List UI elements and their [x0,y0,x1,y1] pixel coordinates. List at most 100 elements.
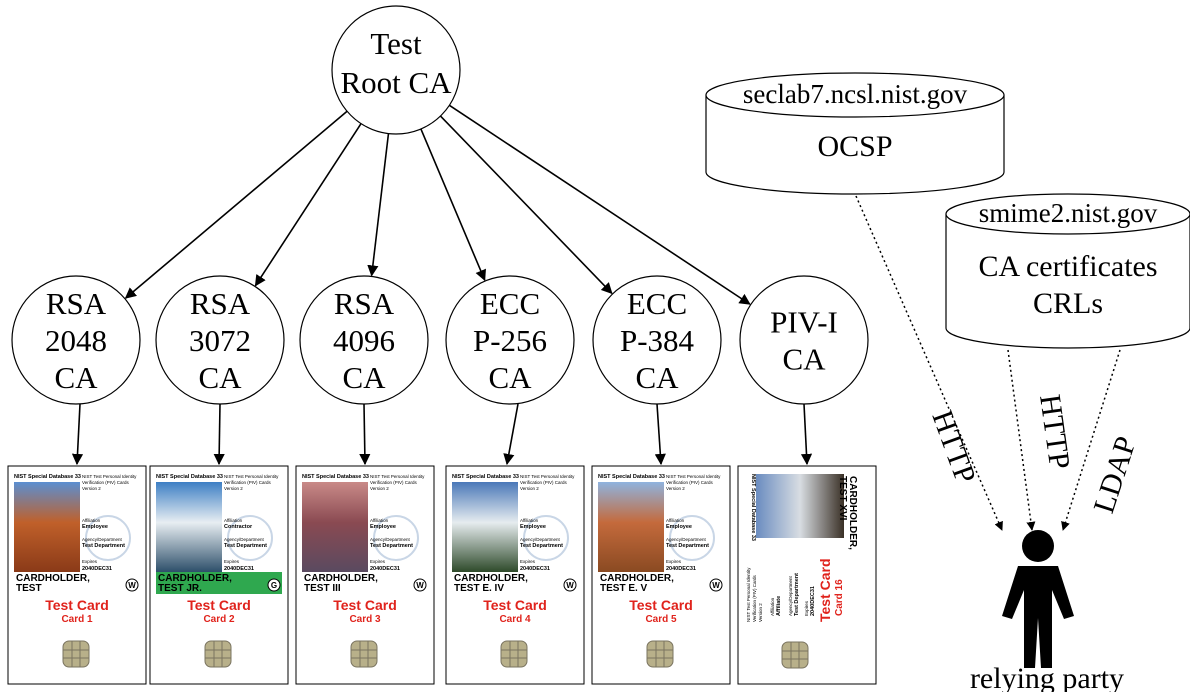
ca-label-eccp256-line-1: ECC [480,286,540,321]
ocsp-server-service: OCSP [817,130,892,163]
card-badge-icon [563,578,577,592]
root-ca-node: Test Root CA [331,5,461,135]
person-icon [1002,530,1074,668]
card-agency: Test Department [794,573,800,616]
card-seal-watermark [523,515,569,561]
ldap-server-service-1: CA certificates [978,250,1157,283]
card-subtitle: Card 1 [61,614,93,625]
card-photo [156,482,222,572]
card-title: Test Card [333,597,397,613]
card-expires: 2040DEC31 [810,586,816,616]
card-photo [598,482,664,572]
chip-icon [646,640,674,668]
card-agency-label: Agency/Department [370,537,411,542]
card-affiliation: Employee [82,524,108,530]
card-subtitle: Card 16 [834,579,845,616]
card-photo [756,474,844,538]
ldap-server: smime2.nist.gov CA certificates CRLs [945,193,1190,349]
edge-ca-to-card-5 [654,403,666,466]
card-seal-watermark [669,515,715,561]
chip-icon [62,640,90,668]
card-description-line: Version 2 [758,603,763,622]
ca-label-rsa3072-line-2: 3072 [189,323,251,358]
ldap-http-link [1007,349,1036,531]
card-affiliation-label: Affiliation [370,518,389,523]
ca-label-pivi-line-2: CA [782,342,826,377]
card-name-line-1: CARDHOLDER, [16,573,90,584]
card-badge-letter: G [271,581,277,590]
card-name-line-2: TEST E. IV [454,583,504,594]
card-affiliation-label: Affiliation [520,518,539,523]
card-agency-label: Agency/Department [666,537,707,542]
edge-ca-to-card-6 [800,403,813,466]
card-header: NIST Special Database 33 [14,474,81,480]
card-name-line-2: TEST XVI [837,476,848,521]
ocsp-http-link [855,195,1003,531]
card-seal-watermark [85,515,131,561]
card-description-line: Verification (PIV) Cards [666,480,714,485]
card-expires: 2040DEC31 [82,566,112,572]
card-description-line: Version 2 [82,486,101,491]
relying-party: relying party [970,530,1124,692]
card-header: NIST Special Database 33 [302,474,369,480]
card-affiliation-label: Affiliation [666,518,685,523]
ldap-ldap-label: LDAP [1087,432,1143,517]
chip-icon [500,640,528,668]
card-expires-label: Expires [804,600,809,616]
card-affiliation: Affiliate [776,596,782,616]
ca-label-rsa3072-line-3: CA [198,360,242,395]
edge-root-to-ca-6 [448,104,751,305]
edge-root-to-ca-4 [420,128,486,282]
ca-label-rsa2048-line-2: 2048 [45,323,107,358]
edge-ca-to-card-4 [503,403,519,466]
ldap-server-host: smime2.nist.gov [979,198,1158,228]
card-affiliation: Contractor [224,524,253,530]
chip-icon [781,641,809,669]
card-title: Test Card [187,597,251,613]
card-affiliation-label: Affiliation [82,518,101,523]
card-description-line: Verification (PIV) Cards [370,480,418,485]
card-seal-watermark [373,515,419,561]
card-title: Test Card [629,597,693,613]
card-name-line-2: TEST [16,583,42,594]
card-agency: Test Department [520,543,563,549]
card-agency-label: Agency/Department [224,537,265,542]
ca-label-rsa2048-line-1: RSA [46,286,107,321]
card-name-line-2: TEST E. V [600,583,648,594]
relying-party-label: relying party [970,662,1124,692]
card-name-line-1: CARDHOLDER, [847,476,858,550]
ca-label-rsa3072-line-1: RSA [190,286,251,321]
card-photo [14,482,80,572]
ca-label-pivi-line-1: PIV-I [770,305,838,340]
ca-label-eccp384-line-3: CA [635,360,679,395]
ca-label-rsa2048-line-3: CA [54,360,98,395]
ca-label-rsa4096-line-3: CA [342,360,386,395]
card-subtitle: Card 5 [645,614,677,625]
card-badge-letter: W [416,581,424,590]
card-header: NIST Special Database 33 [452,474,519,480]
card-description-line: NIST Test Personal Identity [224,474,279,479]
card-title: Test Card [483,597,547,613]
ca-node-pivi: PIV-ICA [739,275,869,405]
card-badge-icon [709,578,723,592]
hierarchy-edges [71,104,813,466]
ldap-http-label: HTTP [1033,392,1076,471]
card-description-line: Verification (PIV) Cards [752,574,757,622]
ca-label-eccp384-line-1: ECC [627,286,687,321]
card-expires-label: Expires [82,559,98,564]
ldap-server-service-2: CRLs [1033,287,1103,320]
card-description-line: NIST Test Personal Identity [666,474,721,479]
card-expires-label: Expires [370,559,386,564]
ocsp-http-label: HTTP [925,406,982,488]
card-description-line: Verification (PIV) Cards [82,480,130,485]
card-description-line: Verification (PIV) Cards [224,480,272,485]
card-title: Test Card [817,558,833,622]
card-header: NIST Special Database 33 [598,474,665,480]
